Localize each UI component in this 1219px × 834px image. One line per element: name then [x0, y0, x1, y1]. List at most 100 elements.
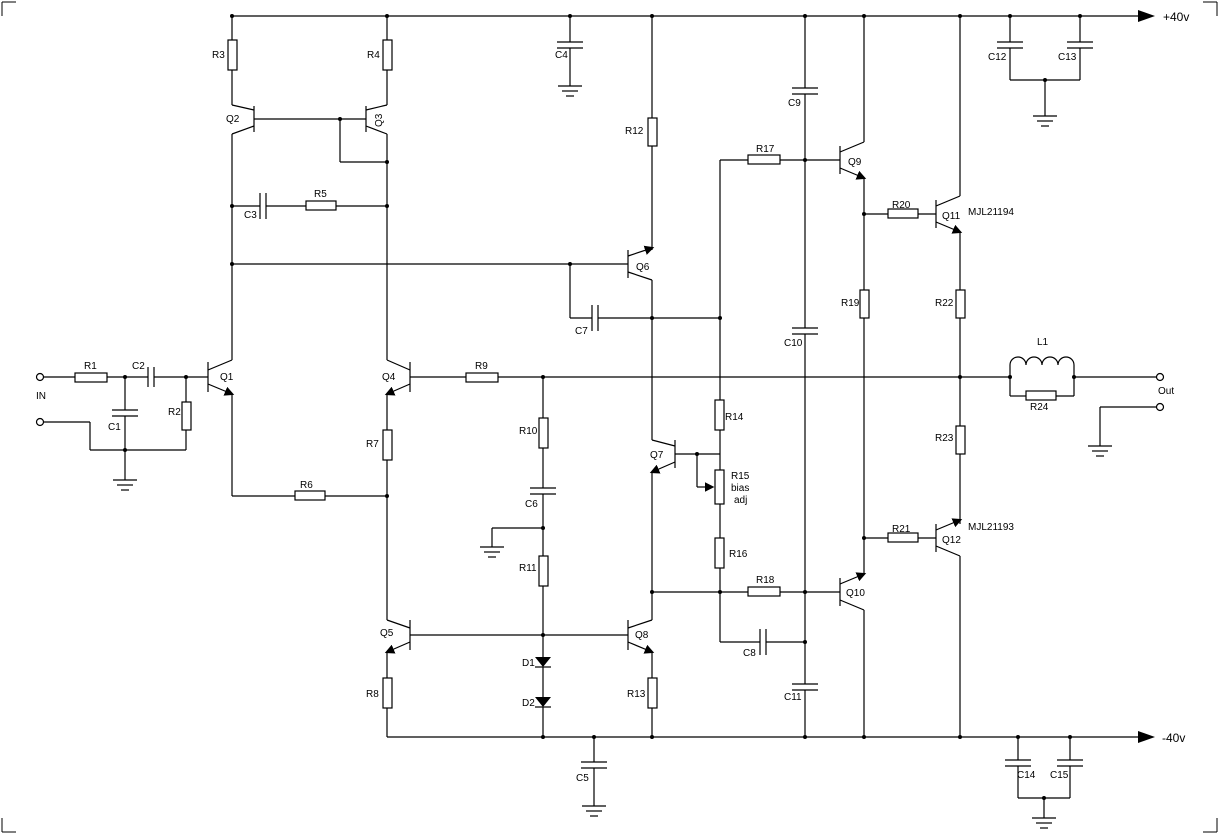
output-ground-terminal[interactable]: [1155, 402, 1165, 412]
svg-text:R6: R6: [300, 480, 313, 491]
svg-text:C12: C12: [988, 52, 1007, 63]
svg-text:Q3: Q3: [374, 113, 385, 127]
svg-text:C8: C8: [743, 648, 756, 659]
svg-text:Q2: Q2: [226, 114, 240, 125]
resistor-r22: [955, 289, 966, 319]
svg-text:adj: adj: [734, 495, 747, 506]
driver-feed: R17 R18 C8: [720, 144, 840, 659]
svg-text:R5: R5: [314, 189, 327, 200]
positive-rail: +40v: [232, 10, 1189, 24]
svg-text:R18: R18: [756, 575, 775, 586]
input-terminal[interactable]: [35, 372, 45, 382]
svg-text:R4: R4: [367, 50, 380, 61]
svg-text:Q6: Q6: [636, 262, 650, 273]
positive-rail-label: +40v: [1163, 10, 1189, 24]
svg-text:bias: bias: [731, 483, 749, 494]
output-terminal[interactable]: [1155, 372, 1165, 382]
q5-stage: Q5 R8: [366, 619, 628, 737]
svg-text:C9: C9: [788, 98, 801, 109]
svg-text:R11: R11: [519, 563, 537, 574]
resistor-r15[interactable]: [714, 469, 725, 505]
resistor-r7: [382, 429, 393, 461]
output-stage: Q11 MJL21194 R22 R23 Q12 MJL21193: [935, 14, 1014, 739]
c12-c13: C12 C13: [988, 14, 1093, 127]
svg-text:C6: C6: [525, 499, 538, 510]
q7-stage: Q7 R14 R15 bias adj R16: [649, 160, 750, 642]
resistor-r9: [465, 372, 499, 383]
svg-text:C14: C14: [1017, 770, 1036, 781]
svg-text:R10: R10: [519, 426, 538, 437]
svg-text:L1: L1: [1037, 337, 1049, 348]
svg-text:R12: R12: [625, 126, 644, 137]
c3-r5: C3 R5: [230, 189, 389, 221]
q9-stage: Q9 R20 R19: [839, 14, 936, 540]
svg-text:R7: R7: [366, 439, 379, 450]
svg-text:C11: C11: [784, 692, 802, 703]
svg-text:R20: R20: [892, 200, 911, 211]
q8-stage: Q8 R13: [627, 619, 658, 739]
svg-text:Q1: Q1: [220, 372, 234, 383]
diode-d1: [535, 657, 551, 667]
resistor-r6: [294, 490, 326, 501]
q12-part-number: MJL21193: [968, 522, 1014, 533]
output-label: Out: [1158, 386, 1174, 397]
svg-text:C10: C10: [784, 338, 803, 349]
resistor-r10: [538, 417, 549, 449]
q6-stage: R12 Q6 C7: [569, 14, 722, 440]
resistor-r23: [955, 425, 966, 455]
current-mirror: R3 Q2 R4 Q3: [212, 14, 393, 360]
svg-text:R21: R21: [892, 524, 911, 535]
svg-text:C13: C13: [1058, 52, 1077, 63]
q1-stage: Q1 R6: [207, 264, 389, 501]
svg-text:C2: C2: [132, 361, 145, 372]
svg-text:C1: C1: [108, 422, 121, 433]
svg-text:R17: R17: [756, 144, 775, 155]
svg-text:R16: R16: [729, 549, 748, 560]
input-section: IN R1 C2 C1 R2: [35, 361, 208, 491]
resistor-r18: [747, 586, 781, 597]
resistor-r11: [538, 555, 549, 587]
resistor-r8: [382, 677, 393, 709]
svg-text:Q5: Q5: [380, 628, 394, 639]
svg-text:Q10: Q10: [846, 588, 865, 599]
diode-d2: [535, 697, 551, 707]
svg-text:R19: R19: [841, 298, 860, 309]
negative-rail: -40v: [387, 731, 1185, 745]
svg-text:R13: R13: [627, 689, 646, 700]
svg-text:Q8: Q8: [635, 630, 649, 641]
q6-base-line: [230, 262, 628, 266]
svg-text:R9: R9: [475, 361, 488, 372]
svg-text:D2: D2: [522, 698, 535, 709]
resistor-r3: [227, 39, 238, 71]
svg-text:Q9: Q9: [848, 157, 862, 168]
resistor-r13: [647, 677, 658, 709]
c9-c10-c11: C9 C10 C11: [784, 14, 818, 739]
input-ground-terminal[interactable]: [35, 417, 45, 427]
q4-stage: Q4 R9 R7: [366, 359, 1010, 620]
svg-text:R3: R3: [212, 50, 225, 61]
svg-text:R22: R22: [935, 298, 954, 309]
q11-part-number: MJL21194: [968, 207, 1014, 218]
svg-text:C5: C5: [576, 773, 589, 784]
negative-rail-label: -40v: [1162, 731, 1185, 745]
svg-text:Q11: Q11: [942, 211, 961, 222]
c5-decoupling: C5: [576, 735, 607, 817]
svg-text:D1: D1: [522, 658, 535, 669]
svg-text:R8: R8: [366, 689, 379, 700]
svg-text:C4: C4: [555, 50, 568, 61]
resistor-r12: [647, 117, 658, 147]
svg-text:Q12: Q12: [942, 535, 961, 546]
svg-text:Q4: Q4: [382, 372, 396, 383]
svg-text:R24: R24: [1030, 402, 1049, 413]
svg-text:R2: R2: [168, 407, 181, 418]
output-filter: L1 R24 Out: [1008, 337, 1174, 457]
svg-text:R14: R14: [725, 412, 744, 423]
resistor-r2: [181, 401, 192, 431]
svg-text:R1: R1: [84, 361, 97, 372]
svg-text:R23: R23: [935, 433, 954, 444]
resistor-r5: [305, 200, 337, 211]
svg-text:R15: R15: [731, 471, 750, 482]
q10-stage: Q10 R21: [839, 524, 936, 739]
